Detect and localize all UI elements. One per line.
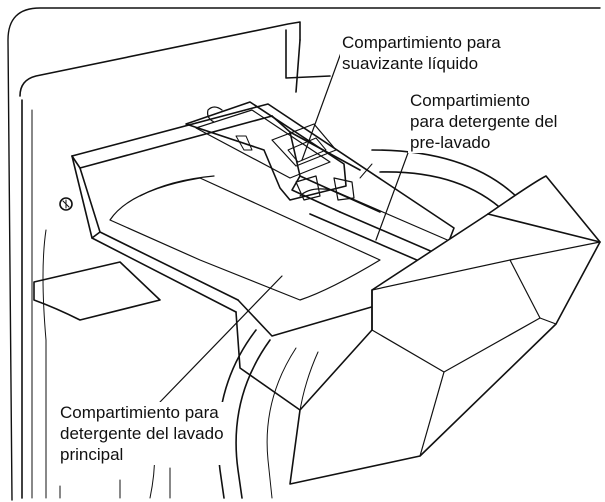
leader-prewash — [375, 141, 413, 241]
drawer-cavity — [285, 29, 331, 79]
callout-line: Compartimiento para — [342, 33, 501, 52]
callout-line: para detergente del — [410, 112, 558, 131]
callout-line: Compartimiento — [410, 91, 530, 110]
callout-line: principal — [60, 445, 124, 464]
drawer-front-left — [91, 231, 101, 239]
callout-softener-compartment: Compartimiento para suavizante líquido — [340, 32, 503, 74]
callout-line: detergente del lavado — [60, 424, 224, 443]
main-compartment — [109, 177, 381, 301]
callout-main-wash-compartment: Compartimiento para detergente del lavad… — [58, 402, 226, 465]
callout-line: pre-lavado — [410, 133, 491, 152]
drawer-handle — [289, 175, 601, 485]
left-shelf — [33, 261, 161, 321]
leader-softener — [301, 49, 343, 161]
figure-frame — [7, 7, 601, 501]
callout-line: Compartimiento para — [60, 403, 219, 422]
machine-front-panel — [19, 21, 301, 97]
screw-icon — [59, 197, 73, 211]
leader-main — [159, 275, 283, 403]
softener-insert — [185, 101, 347, 201]
callout-line: suavizante líquido — [342, 54, 479, 73]
callout-prewash-compartment: Compartimiento para detergente del pre-l… — [408, 90, 560, 153]
